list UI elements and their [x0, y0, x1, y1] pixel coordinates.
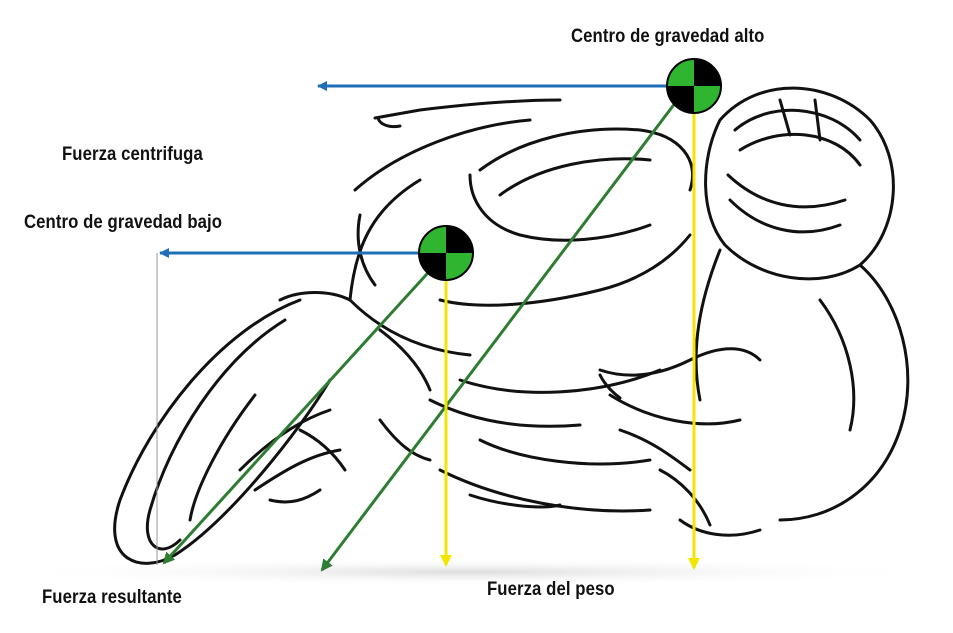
label-resultant-force: Fuerza resultante: [42, 587, 182, 608]
label-centrifugal-force: Fuerza centrifuga: [62, 144, 203, 165]
resultant-arrow-low: [162, 251, 448, 565]
centrifugal-force-arrows: [159, 81, 688, 258]
label-cg-high: Centro de gravedad alto: [571, 26, 765, 47]
motorcycle-rider-illustration: [113, 86, 910, 565]
cg-marker-icon: [666, 58, 722, 114]
resultant-force-arrows: [162, 85, 690, 572]
label-weight-force: Fuerza del peso: [487, 579, 615, 600]
resultant-arrow-high: [320, 85, 690, 572]
weight-force-arrows: [440, 86, 700, 570]
label-cg-low: Centro de gravedad bajo: [24, 212, 223, 233]
ground-shadow: [0, 558, 940, 586]
cg-marker-icon: [418, 225, 474, 281]
